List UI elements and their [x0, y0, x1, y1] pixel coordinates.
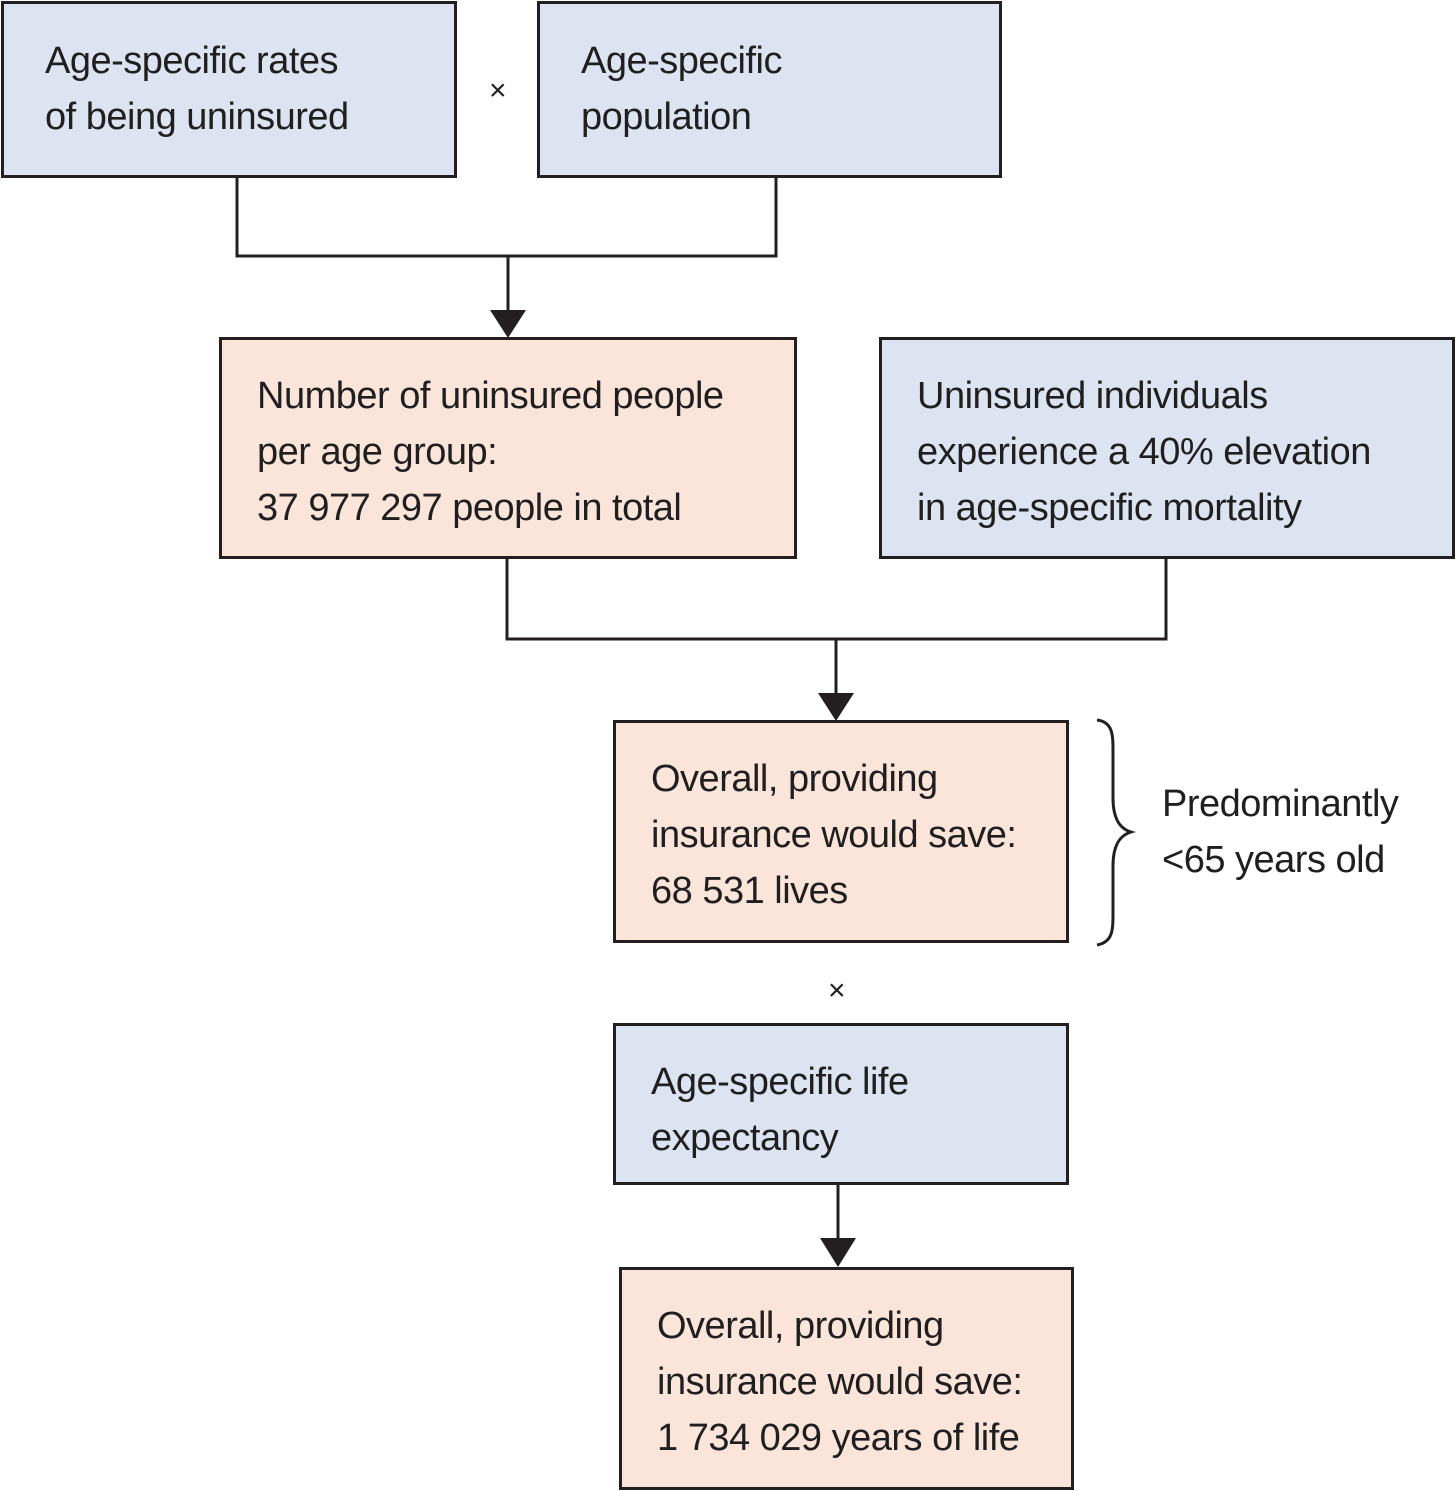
box-mortality-elevation: Uninsured individuals experience a 40% e… — [879, 337, 1455, 559]
box-life-expectancy: Age-specific life expectancy — [613, 1023, 1069, 1185]
multiply-operator-top: × — [489, 74, 507, 107]
brace-label-line: <65 years old — [1162, 839, 1385, 881]
box-line: Uninsured individuals — [917, 375, 1268, 417]
box-line: 1 734 029 years of life — [657, 1417, 1020, 1459]
curly-brace — [1096, 718, 1137, 947]
box-line: insurance would save: — [651, 814, 1017, 856]
box-line: Age-specific — [581, 40, 782, 82]
box-age-specific-rates: Age-specific rates of being uninsured — [1, 1, 457, 178]
box-age-specific-population: Age-specific population — [537, 1, 1002, 178]
arrow-head-2 — [818, 693, 854, 721]
arrow-head-1 — [490, 310, 526, 338]
box-line: Overall, providing — [651, 758, 938, 800]
multiply-operator-middle: × — [828, 974, 846, 1007]
box-line: population — [581, 96, 752, 138]
brace-label-line: Predominantly — [1162, 783, 1399, 825]
box-line: in age-specific mortality — [917, 487, 1302, 529]
merge-line-top — [235, 178, 778, 258]
arrow-head-3 — [820, 1238, 856, 1267]
box-line: per age group: — [257, 431, 498, 473]
box-years-saved: Overall, providing insurance would save:… — [619, 1267, 1074, 1490]
merge-line-middle — [505, 559, 1168, 641]
box-number-uninsured: Number of uninsured people per age group… — [219, 337, 797, 559]
box-line: experience a 40% elevation — [917, 431, 1371, 473]
box-lives-saved: Overall, providing insurance would save:… — [613, 720, 1069, 943]
brace-label: Predominantly <65 years old — [1162, 776, 1399, 888]
box-line: Age-specific life — [651, 1061, 909, 1103]
box-line: insurance would save: — [657, 1361, 1023, 1403]
box-line: 68 531 lives — [651, 870, 848, 912]
box-line: expectancy — [651, 1117, 839, 1159]
box-line: of being uninsured — [45, 96, 349, 138]
box-line: 37 977 297 people in total — [257, 487, 682, 529]
box-line: Number of uninsured people — [257, 375, 724, 417]
box-line: Age-specific rates — [45, 40, 339, 82]
box-line: Overall, providing — [657, 1305, 944, 1347]
